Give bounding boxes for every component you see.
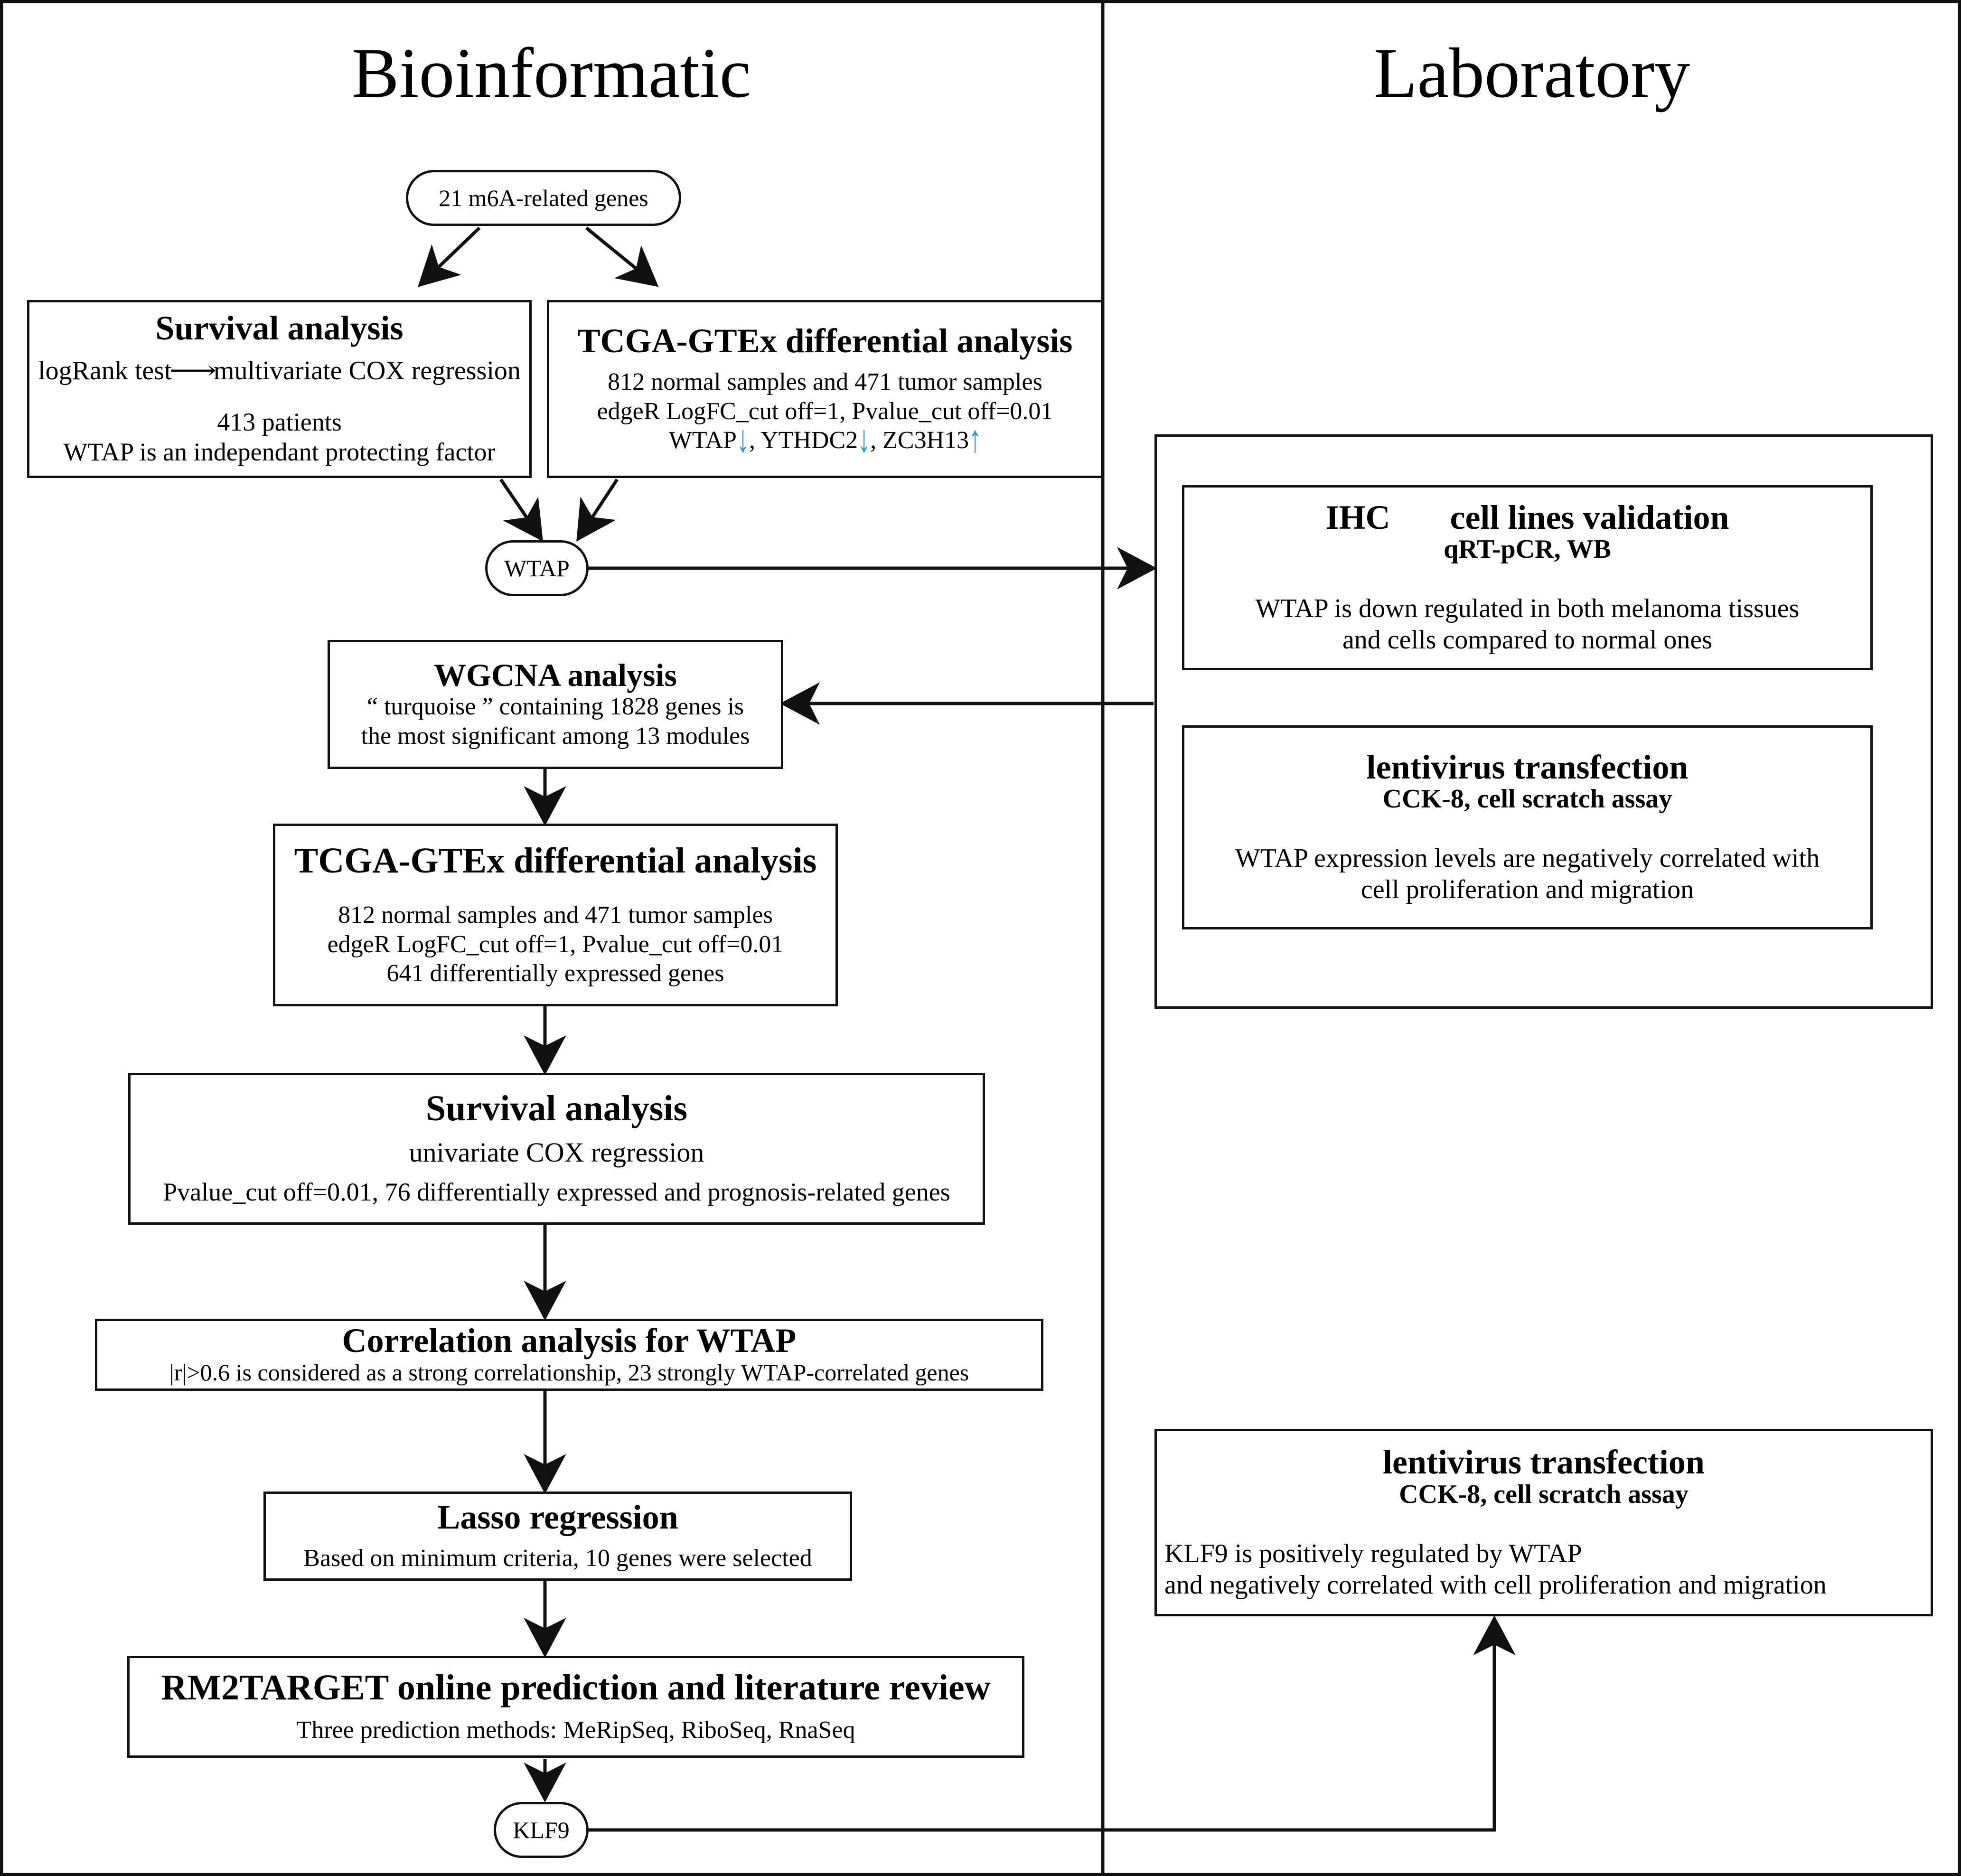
node-lentivirus-transfection-wtap-subtitle: CCK-8, cell scratch assay <box>1382 784 1672 814</box>
node-tcga-gtex-differential-2-samples: 812 normal samples and 471 tumor samples <box>338 901 773 929</box>
node-survival-analysis-1-title: Survival analysis <box>155 309 403 347</box>
node-correlation-analysis-wtap[interactable]: Correlation analysis for WTAP |r|>0.6 is… <box>95 1319 1043 1391</box>
cell-lines-validation-label: cell lines validation <box>1450 498 1729 536</box>
logrank-test-label: logRank test <box>38 356 172 385</box>
node-tcga-gtex-differential-1-samples: 812 normal samples and 471 tumor samples <box>608 368 1042 396</box>
node-wtap-oval[interactable]: WTAP <box>485 540 589 596</box>
node-tcga-gtex-differential-1-title: TCGA-GTEx differential analysis <box>577 321 1073 360</box>
node-lasso-regression[interactable]: Lasso regression Based on minimum criter… <box>263 1491 852 1581</box>
multivariate-cox-label: multivariate COX regression <box>213 356 521 385</box>
gene-name-zc3h13: ZC3H13 <box>882 426 969 454</box>
node-tcga-gtex-differential-1[interactable]: TCGA-GTEx differential analysis 812 norm… <box>547 300 1103 478</box>
node-wgcna-analysis-line2: the most significant among 13 modules <box>361 722 750 750</box>
panel-title-laboratory-label: Laboratory <box>1373 34 1690 113</box>
node-wgcna-analysis[interactable]: WGCNA analysis “ turquoise ” containing … <box>328 640 783 769</box>
node-survival-analysis-2-result: Pvalue_cut off=0.01, 76 differentially e… <box>163 1178 950 1207</box>
panel-title-bioinformatic: Bioinformatic <box>0 32 1103 114</box>
node-tcga-gtex-differential-2-cutoffs: edgeR LogFC_cut off=1, Pvalue_cut off=0.… <box>327 930 784 958</box>
ihc-label: IHC <box>1325 498 1390 536</box>
node-survival-analysis-2-title: Survival analysis <box>425 1088 688 1129</box>
panel-title-laboratory: Laboratory <box>1103 32 1961 114</box>
node-tcga-gtex-differential-2-title: TCGA-GTEx differential analysis <box>294 840 817 881</box>
gene-separator: , <box>749 426 761 454</box>
regulation-down-arrow-icon: ↓ <box>736 418 749 460</box>
node-ihc-cell-lines-validation-line2: and cells compared to normal ones <box>1342 625 1713 655</box>
node-lentivirus-transfection-wtap[interactable]: lentivirus transfection CCK-8, cell scra… <box>1182 725 1873 929</box>
node-wgcna-analysis-line1: “ turquoise ” containing 1828 genes is <box>366 693 744 721</box>
node-ihc-cell-lines-validation[interactable]: IHC cell lines validation qRT-pCR, WB WT… <box>1182 485 1873 670</box>
node-correlation-analysis-wtap-title: Correlation analysis for WTAP <box>342 1321 797 1360</box>
node-lentivirus-transfection-klf9-title: lentivirus transfection <box>1383 1443 1705 1482</box>
node-lentivirus-transfection-klf9[interactable]: lentivirus transfection CCK-8, cell scra… <box>1154 1429 1933 1616</box>
node-correlation-analysis-wtap-detail: |r|>0.6 is considered as a strong correl… <box>169 1359 969 1386</box>
regulation-down-arrow-icon: ↓ <box>858 418 871 460</box>
node-21-m6a-related-genes-label: 21 m6A-related genes <box>439 185 648 211</box>
node-survival-analysis-1[interactable]: Survival analysis logRank test⟶multivari… <box>27 300 532 478</box>
node-ihc-cell-lines-validation-title: IHC cell lines validation <box>1325 498 1729 536</box>
right-arrow-icon: ⟶ <box>169 356 216 385</box>
node-survival-analysis-1-finding: WTAP is an independant protecting factor <box>63 438 496 467</box>
node-21-m6a-related-genes[interactable]: 21 m6A-related genes <box>406 170 681 226</box>
gene-name-wtap: WTAP <box>668 426 737 454</box>
node-lasso-regression-title: Lasso regression <box>437 1498 678 1536</box>
gene-separator: , <box>870 426 883 454</box>
node-klf9-oval-label: KLF9 <box>513 1817 570 1843</box>
panel-title-bioinformatic-label: Bioinformatic <box>351 34 751 113</box>
gene-name-ythdc2: YTHDC2 <box>760 426 858 454</box>
node-tcga-gtex-differential-2[interactable]: TCGA-GTEx differential analysis 812 norm… <box>273 824 838 1006</box>
node-rm2target-prediction-title: RM2TARGET online prediction and literatu… <box>161 1667 991 1707</box>
node-survival-analysis-1-patients: 413 patients <box>217 407 342 436</box>
node-survival-analysis-1-method: logRank test⟶multivariate COX regression <box>38 355 521 386</box>
node-lentivirus-transfection-wtap-line2: cell proliferation and migration <box>1361 875 1694 905</box>
node-wtap-oval-label: WTAP <box>504 555 570 582</box>
node-wgcna-analysis-title: WGCNA analysis <box>434 657 677 693</box>
node-tcga-gtex-differential-1-genes: WTAP↓, YTHDC2↓, ZC3H13↑ <box>668 419 981 460</box>
node-survival-analysis-2-method: univariate COX regression <box>409 1136 704 1168</box>
node-lentivirus-transfection-klf9-line1: KLF9 is positively regulated by WTAP <box>1164 1538 1582 1568</box>
node-lentivirus-transfection-wtap-line1: WTAP expression levels are negatively co… <box>1235 844 1820 873</box>
node-tcga-gtex-differential-2-degs: 641 differentially expressed genes <box>386 960 724 987</box>
node-survival-analysis-2[interactable]: Survival analysis univariate COX regress… <box>128 1073 985 1225</box>
node-tcga-gtex-differential-1-cutoffs: edgeR LogFC_cut off=1, Pvalue_cut off=0.… <box>597 397 1053 425</box>
node-ihc-cell-lines-validation-line1: WTAP is down regulated in both melanoma … <box>1255 594 1800 624</box>
node-klf9-oval[interactable]: KLF9 <box>494 1802 589 1858</box>
node-lentivirus-transfection-klf9-line2: and negatively correlated with cell prol… <box>1164 1570 1827 1600</box>
node-rm2target-prediction-methods: Three prediction methods: MeRipSeq, Ribo… <box>296 1716 855 1744</box>
regulation-up-arrow-icon: ↑ <box>969 418 982 460</box>
node-rm2target-prediction[interactable]: RM2TARGET online prediction and literatu… <box>127 1656 1024 1758</box>
node-lentivirus-transfection-klf9-subtitle: CCK-8, cell scratch assay <box>1399 1479 1689 1509</box>
node-ihc-cell-lines-validation-subtitle: qRT-pCR, WB <box>1444 535 1611 564</box>
laboratory-group-box <box>1154 434 1933 1009</box>
node-lentivirus-transfection-wtap-title: lentivirus transfection <box>1366 748 1689 786</box>
node-lasso-regression-detail: Based on minimum criteria, 10 genes were… <box>303 1545 812 1572</box>
